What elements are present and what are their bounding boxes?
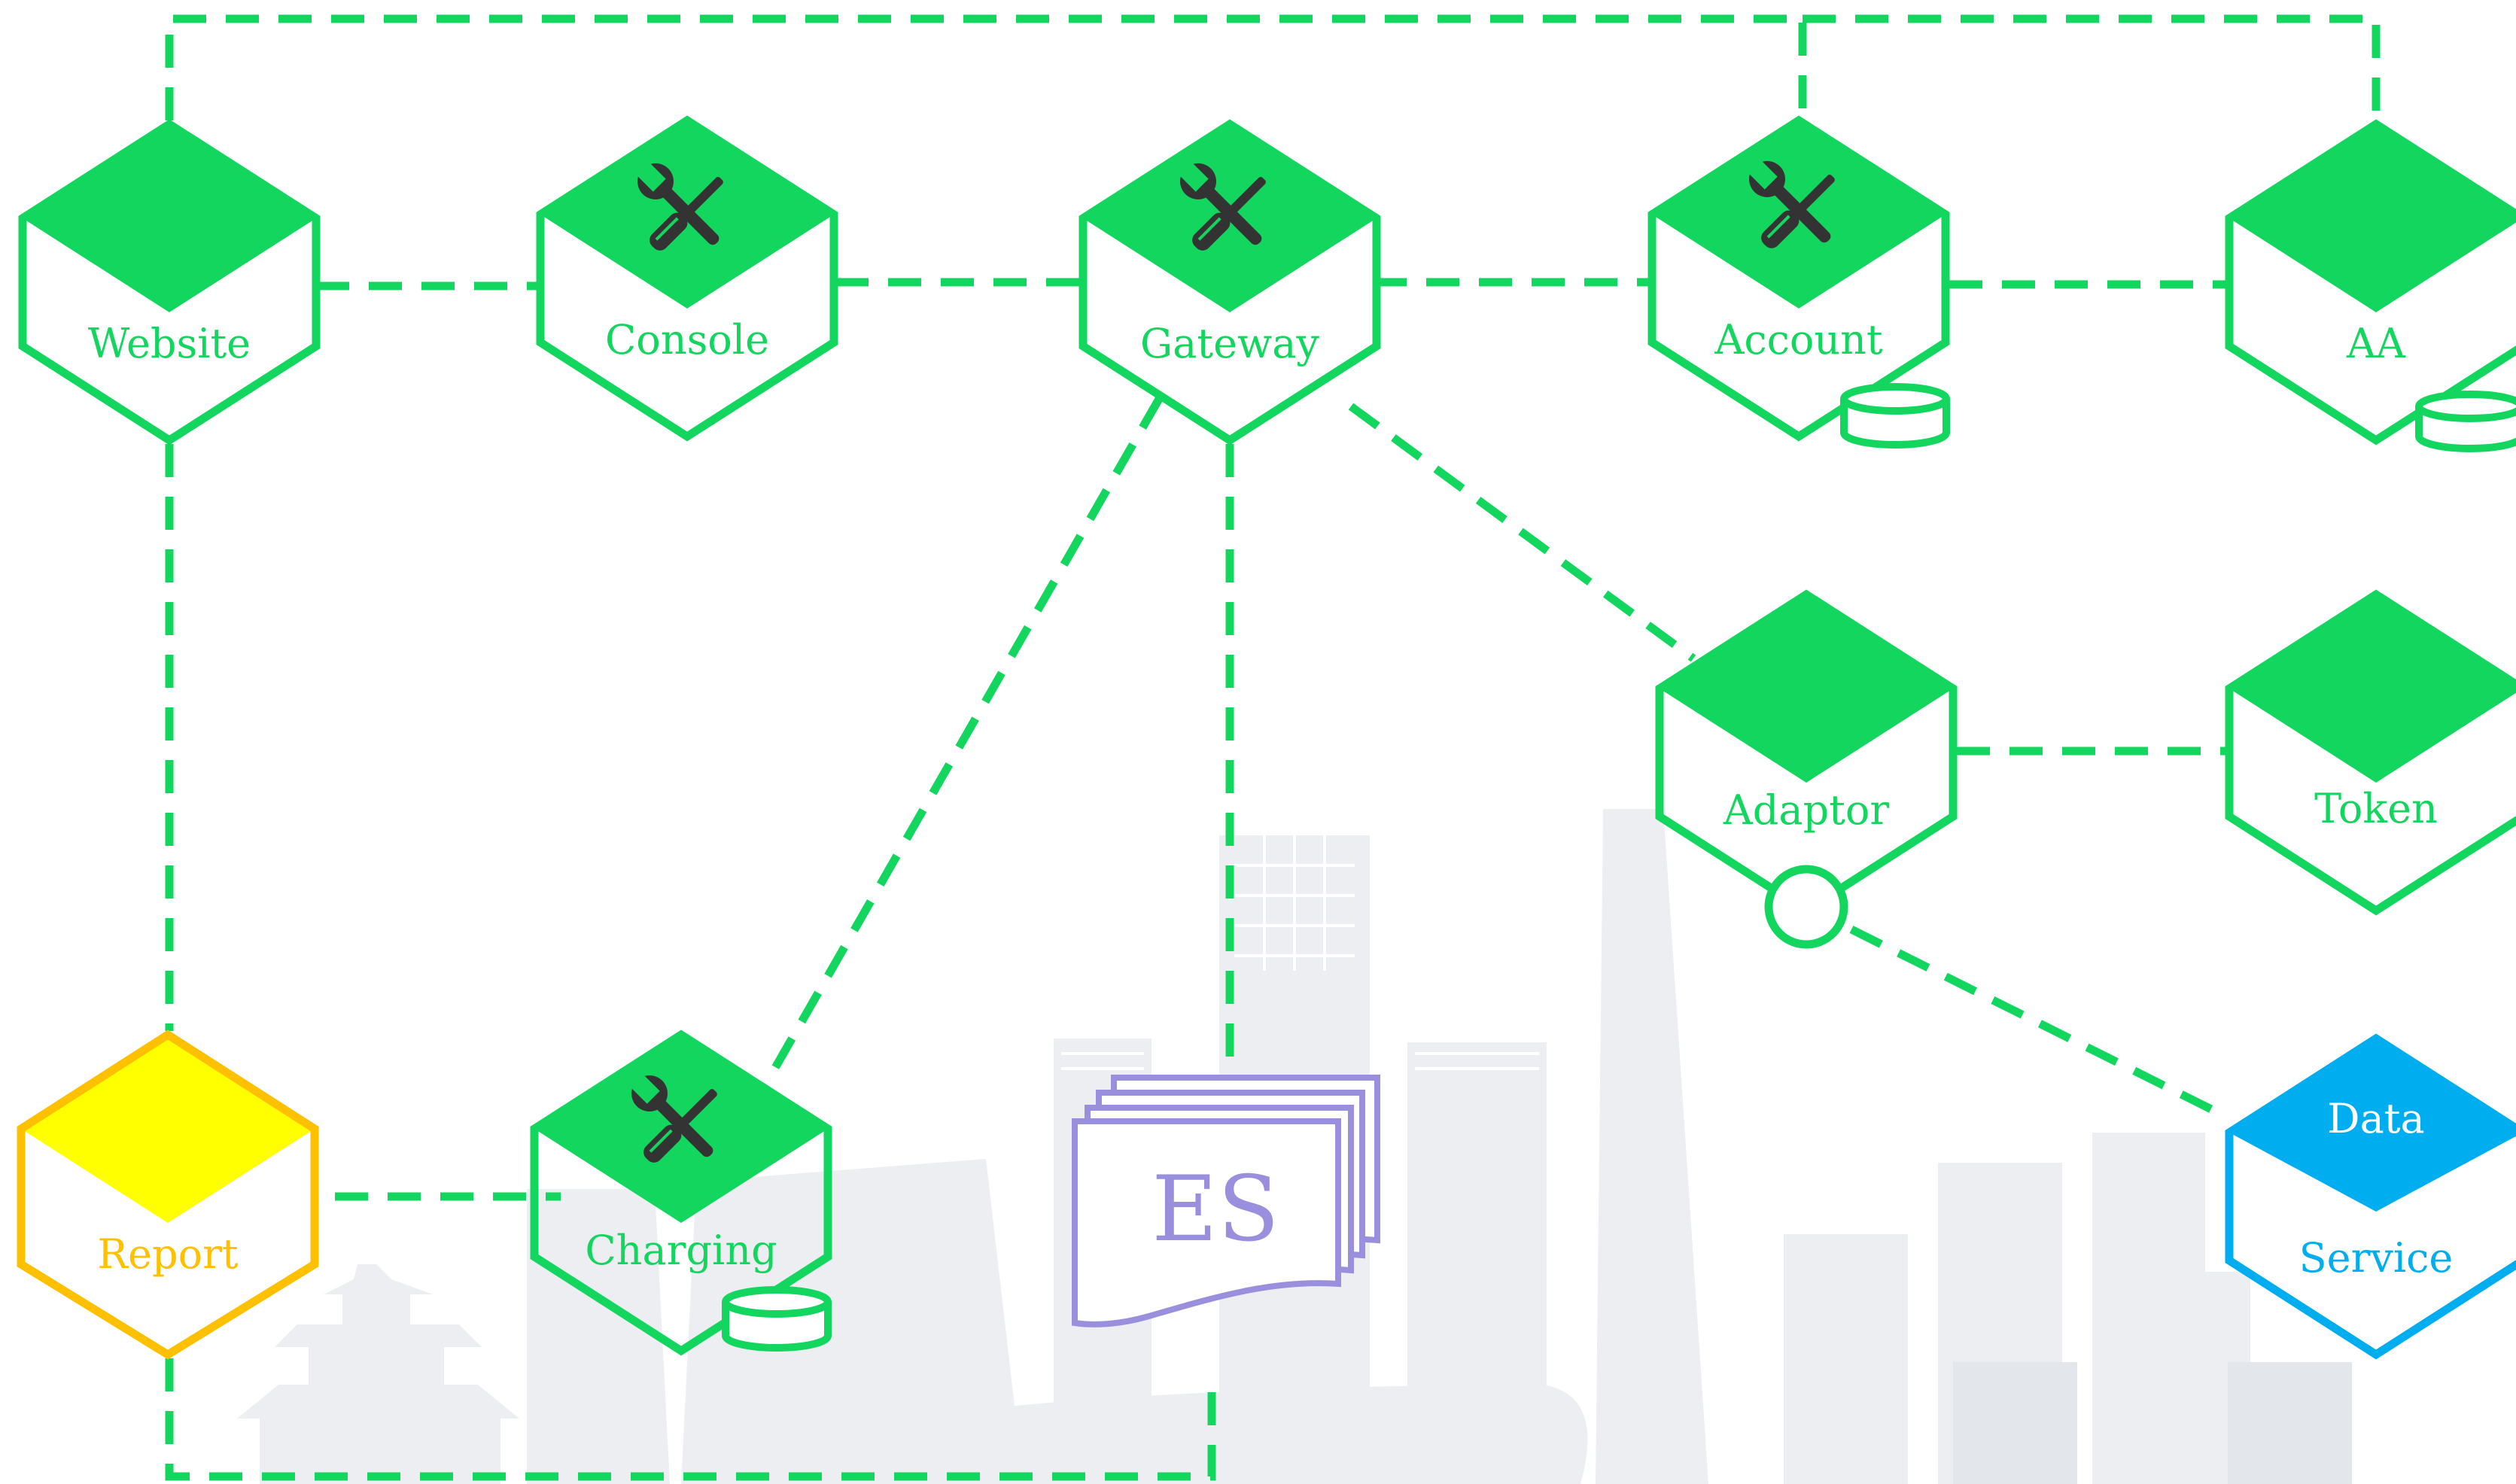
connector-top-right bbox=[1803, 14, 2381, 120]
node-label: Token bbox=[2314, 785, 2438, 832]
node-label: Account bbox=[1714, 316, 1883, 363]
port-icon bbox=[1764, 865, 1848, 949]
connector-gateway-adaptor bbox=[1348, 403, 1696, 662]
connectors bbox=[165, 14, 2381, 1481]
node-account[interactable]: Account bbox=[1647, 115, 1950, 449]
node-aa[interactable]: AA bbox=[2225, 119, 2516, 452]
node-token[interactable]: Token bbox=[2225, 589, 2516, 916]
node-label-top: Data bbox=[2327, 1095, 2424, 1142]
connector-top-left bbox=[165, 14, 1807, 120]
node-label: AA bbox=[2346, 320, 2406, 367]
database-icon bbox=[2415, 391, 2516, 452]
database-icon bbox=[722, 1286, 832, 1352]
node-adaptor[interactable]: Adaptor bbox=[1655, 589, 1958, 949]
es-label: ES bbox=[1152, 1157, 1279, 1262]
node-label: Gateway bbox=[1140, 320, 1319, 367]
database-icon bbox=[1840, 383, 1950, 449]
connector-adaptor-dataservice bbox=[1849, 926, 2230, 1121]
node-charging[interactable]: Charging bbox=[530, 1029, 832, 1356]
node-label: Console bbox=[605, 316, 769, 363]
node-website[interactable]: Website bbox=[18, 119, 321, 446]
node-label: Adaptor bbox=[1723, 786, 1890, 834]
node-report[interactable]: Report bbox=[17, 1029, 319, 1360]
node-console[interactable]: Console bbox=[536, 115, 838, 442]
connector-gateway-charging bbox=[760, 397, 1163, 1090]
node-label: Charging bbox=[585, 1227, 777, 1274]
node-data-service[interactable]: Data Service bbox=[2225, 1033, 2516, 1360]
node-label: Report bbox=[97, 1230, 239, 1278]
connector-bottom-loop bbox=[165, 1358, 1216, 1481]
skyline-background bbox=[237, 809, 2352, 1484]
node-gateway[interactable]: Gateway bbox=[1079, 119, 1381, 446]
es-document-stack[interactable]: ES bbox=[1072, 1075, 1380, 1327]
node-label-bottom: Service bbox=[2299, 1234, 2454, 1282]
node-label: Website bbox=[88, 320, 251, 367]
